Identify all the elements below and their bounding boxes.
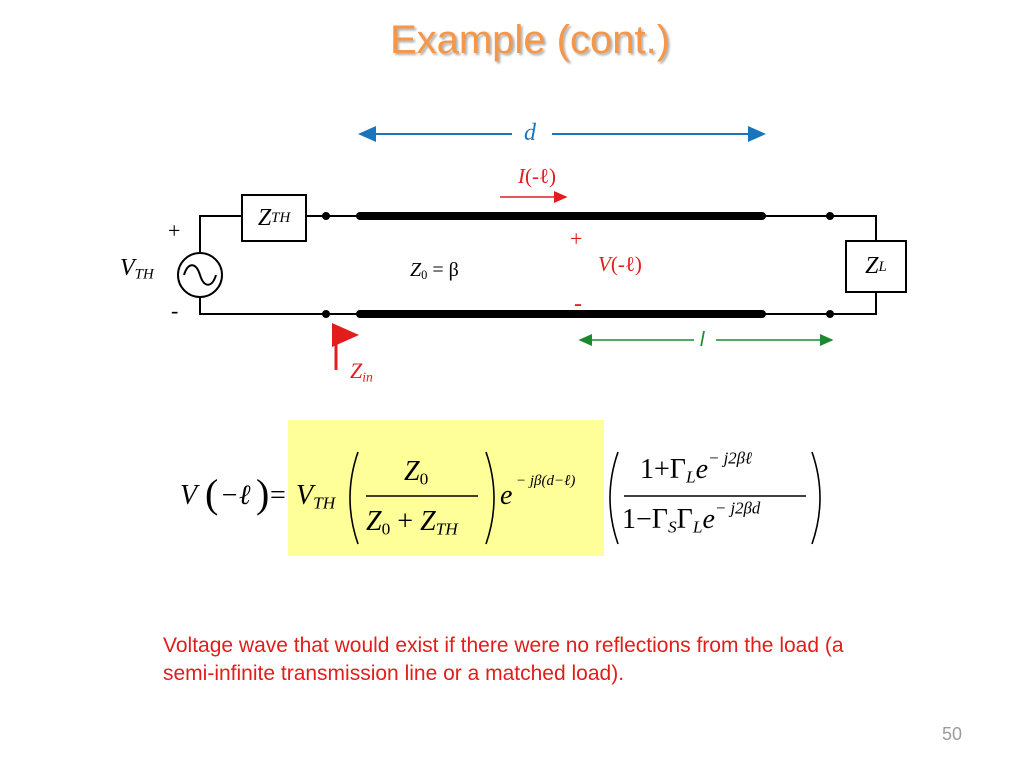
source-bottom-wire (199, 296, 360, 315)
slide-title: Example (cont.) (389, 18, 671, 62)
zl-box (845, 240, 907, 293)
zth-box (241, 194, 307, 242)
line-minus: - (574, 291, 582, 317)
zin-arrow-icon (332, 323, 359, 370)
line-plus: + (570, 226, 583, 251)
caption: Voltage wave that would exist if there w… (163, 634, 844, 685)
load-bottom-wire (762, 292, 877, 315)
z0-label: Z0 = β (410, 259, 459, 283)
voltage-label: V(-ℓ) (598, 252, 642, 276)
current-label: I(-ℓ) (518, 164, 557, 188)
vth-label: VTH (120, 255, 154, 283)
load-top-wire (762, 215, 877, 241)
highlighted-term (288, 420, 604, 556)
circuit-diagram (177, 126, 907, 370)
l-label: l (700, 329, 705, 351)
source-minus: - (171, 298, 179, 323)
source-top-wire (199, 215, 242, 253)
source-plus: + (168, 218, 181, 243)
d-label: d (524, 120, 536, 146)
page-number: 50 (941, 724, 962, 744)
zin-label: Zin (350, 358, 373, 385)
